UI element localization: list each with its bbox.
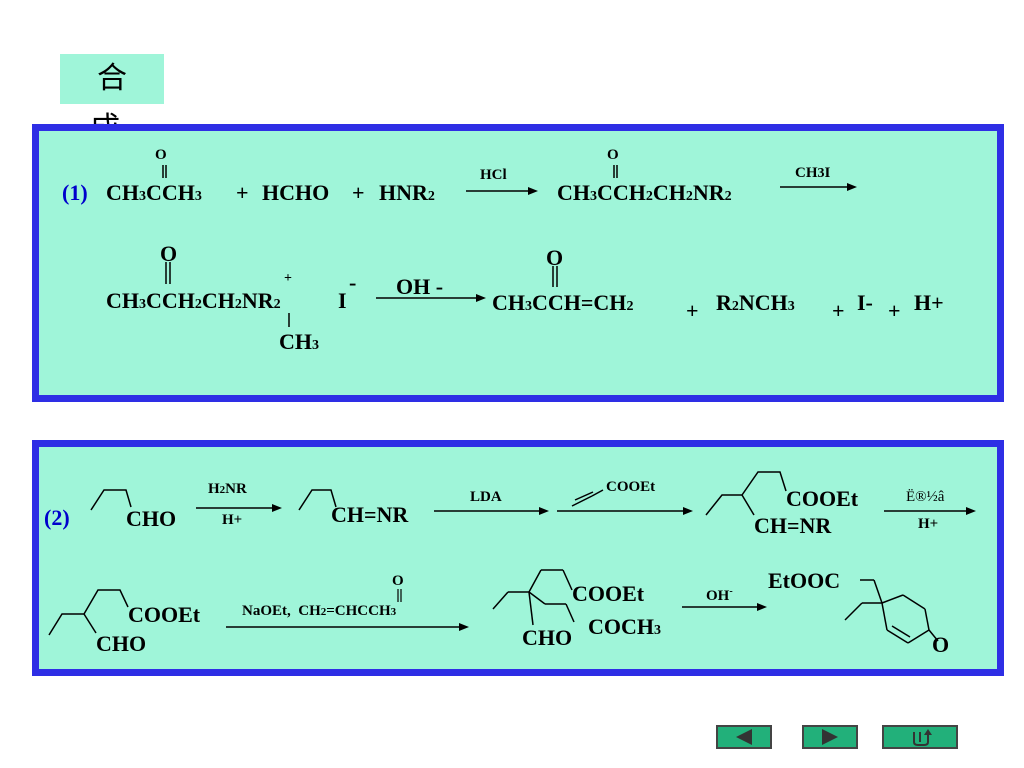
butanal-aldehyde: CHO: [126, 506, 177, 531]
carbonyl-o-4: O: [546, 245, 564, 270]
carbonyl-o-3: O: [160, 241, 178, 266]
iodide-product: I-: [857, 290, 873, 315]
reagent-methyl-iodide: CH3I: [795, 165, 831, 181]
ammonium-salt: CH3CCH2CH2NR2: [106, 288, 281, 313]
adduct-imine: CH=NR: [754, 513, 832, 538]
enone-oxygen: O: [932, 632, 950, 657]
triangle-right-icon: [822, 729, 838, 745]
reaction-2-panel: [32, 440, 1004, 676]
imine: CH=NR: [331, 502, 409, 527]
adduct-ester: COOEt: [786, 486, 859, 511]
return-icon: [913, 729, 932, 746]
reaction-2-label: (2): [44, 505, 70, 530]
reaction-1-panel: [32, 124, 1004, 402]
plus-sign: +: [236, 180, 249, 205]
reagent-hydroxide: OH -: [396, 274, 444, 299]
prev-button[interactable]: [716, 725, 772, 749]
n-methyl: CH3: [279, 329, 319, 354]
positive-charge: +: [284, 271, 292, 286]
michael-aldehyde: CHO: [522, 625, 573, 650]
plus-sign: +: [352, 180, 365, 205]
next-button[interactable]: [802, 725, 858, 749]
formaldehyde: HCHO: [262, 180, 330, 205]
page-title: 合 成: [60, 54, 164, 146]
reaction-1-label: (1): [62, 180, 88, 205]
final-ester: EtOOC: [768, 568, 841, 593]
iodide-ion: I: [338, 288, 347, 313]
reagent-acid: H+: [222, 512, 243, 528]
michael-ketone: COCH3: [588, 614, 661, 639]
carbonyl-o-1: O: [155, 147, 167, 163]
plus-sign: +: [832, 298, 845, 323]
secondary-amine: HNR2: [379, 180, 435, 205]
return-button[interactable]: [882, 725, 958, 749]
reagent-base-mvk: NaOEt, CH2=CHCCH3: [242, 603, 397, 619]
carbonyl-o-2: O: [607, 147, 619, 163]
mannich-base: CH3CCH2CH2NR2: [557, 180, 732, 205]
reagent-lda: LDA: [470, 489, 502, 505]
plus-sign: +: [686, 298, 699, 323]
ethyl-acrylate: COOEt: [606, 479, 656, 495]
mvk-carbonyl-o: O: [392, 573, 404, 589]
ketoaldehyde-ester: COOEt: [128, 602, 201, 627]
reagent-acid: H+: [918, 516, 939, 532]
acetone: CH3CCH3: [106, 180, 202, 205]
vinyl-ketone: CH3CCH=CH2: [492, 290, 634, 315]
reagent-hydrolysis: Ë®½â: [906, 489, 945, 505]
proton: H+: [914, 290, 944, 315]
reagent-primary-amine: H2NR: [208, 481, 247, 497]
triangle-left-icon: [736, 729, 752, 745]
michael-ester: COOEt: [572, 581, 645, 606]
negative-charge: -: [349, 270, 357, 295]
reagent-hydroxide: OH-: [706, 586, 733, 604]
ketoaldehyde-aldehyde: CHO: [96, 631, 147, 656]
tertiary-amine: R2NCH3: [716, 290, 795, 315]
reagent-hcl: HCl: [480, 167, 507, 183]
plus-sign: +: [888, 298, 901, 323]
